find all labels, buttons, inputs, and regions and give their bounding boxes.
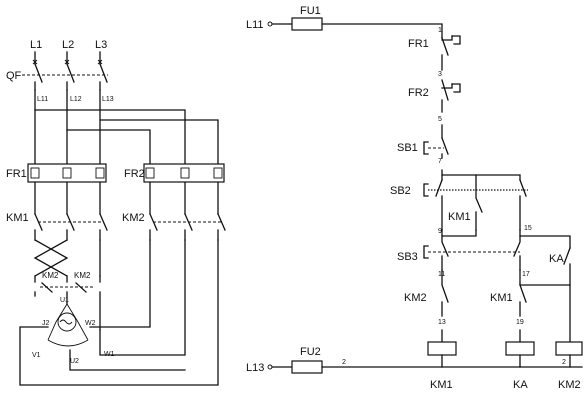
node-label-1: 1 [438,27,442,34]
motor-terminal-v1: V1 [32,352,41,359]
fr2-heaters [145,167,223,179]
node-label-15: 15 [524,225,532,232]
coil-label-ka: KA [513,379,528,391]
branch-feeders [34,109,219,215]
fuse-fu2-label: FU2 [300,346,321,358]
phase-wires [34,89,101,215]
power-circuit: L1 L2 L3 QF L11 L12 L13 FR1 [6,39,226,386]
sb2-label: SB2 [390,185,411,197]
fr1-overload-block [27,163,107,183]
fr2-nc-contact [441,79,461,113]
node-label-5: 5 [438,116,442,123]
km2-interlock-contact [441,269,449,317]
fuse-fu1-label: FU1 [300,5,321,17]
node-label-7: 7 [438,158,442,165]
fr2-contact-label: FR2 [408,87,429,99]
node-label-19: 19 [516,319,524,326]
breaker-qf-contacts [34,51,108,91]
phase-label-l1: L1 [30,39,42,51]
coil-ka [505,341,535,356]
coil-leads [441,284,571,343]
coil-return-leads [441,354,571,368]
coil-km2 [555,341,583,356]
sb2-start-button [423,174,527,231]
tap-label-l12: L12 [70,96,82,103]
supply-out-label: L13 [246,362,264,374]
fuse-fu2 [291,360,323,374]
fr2-label: FR2 [124,168,145,180]
sb1-label: SB1 [397,142,418,154]
coil-km1 [427,341,457,356]
motor-terminal-u1: U1 [60,297,69,304]
fr1-nc-contact [441,35,461,71]
motor-terminal-w2: W2 [85,320,96,327]
sb3-stop-button [423,229,521,271]
supply-top-wire [321,23,443,39]
fr1-heaters [30,167,105,179]
sb3-label: SB3 [397,251,418,263]
km1-contact-label: KM1 [490,292,513,304]
node-label-3: 3 [438,71,442,78]
breaker-label: QF [6,70,22,82]
node-label-2b: 2 [562,359,566,366]
delta-contactor-label-a: KM2 [42,271,59,280]
km1-interlock-contact [519,269,527,317]
fr1-label: FR1 [6,168,27,180]
node-label-9: 9 [438,228,442,235]
motor-return-wiring [19,239,219,386]
sb1-stop-button [423,124,449,159]
tap-label-l11: L11 [37,96,48,103]
node-label-13: 13 [438,319,446,326]
km2-contact-label: KM2 [404,292,427,304]
km1-aux-contact [475,174,483,231]
km1-aux-label: KM1 [448,211,471,223]
supply-in-label: L11 [246,19,264,31]
km2-main-contacts [149,213,226,241]
motor-terminal-j2: J2 [42,320,50,327]
phase-crossover [33,239,101,277]
sb1-output-bus [441,169,521,181]
fr2-overload-block [143,163,225,183]
node-label-17: 17 [522,271,530,278]
fuse-fu1 [291,17,323,31]
motor-terminal-u2: U2 [70,358,79,365]
control-circuit: L11 FU1 1 FR1 3 FR2 5 SB1 7 SB2 [246,5,583,391]
km1-main-contacts [34,213,108,241]
node-label-2a: 2 [342,359,346,366]
km2-main-label: KM2 [122,212,145,224]
fr1-contact-label: FR1 [408,38,429,50]
delta-contactor-label-b: KM2 [74,271,91,280]
phase-label-l3: L3 [95,39,107,51]
tap-label-l13: L13 [102,96,114,103]
motor-winding [47,303,89,347]
phase-label-l2: L2 [62,39,74,51]
coil-label-km2: KM2 [558,379,581,391]
km1-main-label: KM1 [6,212,29,224]
coil-label-km1: KM1 [430,379,453,391]
ka-contact-label: KA [549,253,564,265]
